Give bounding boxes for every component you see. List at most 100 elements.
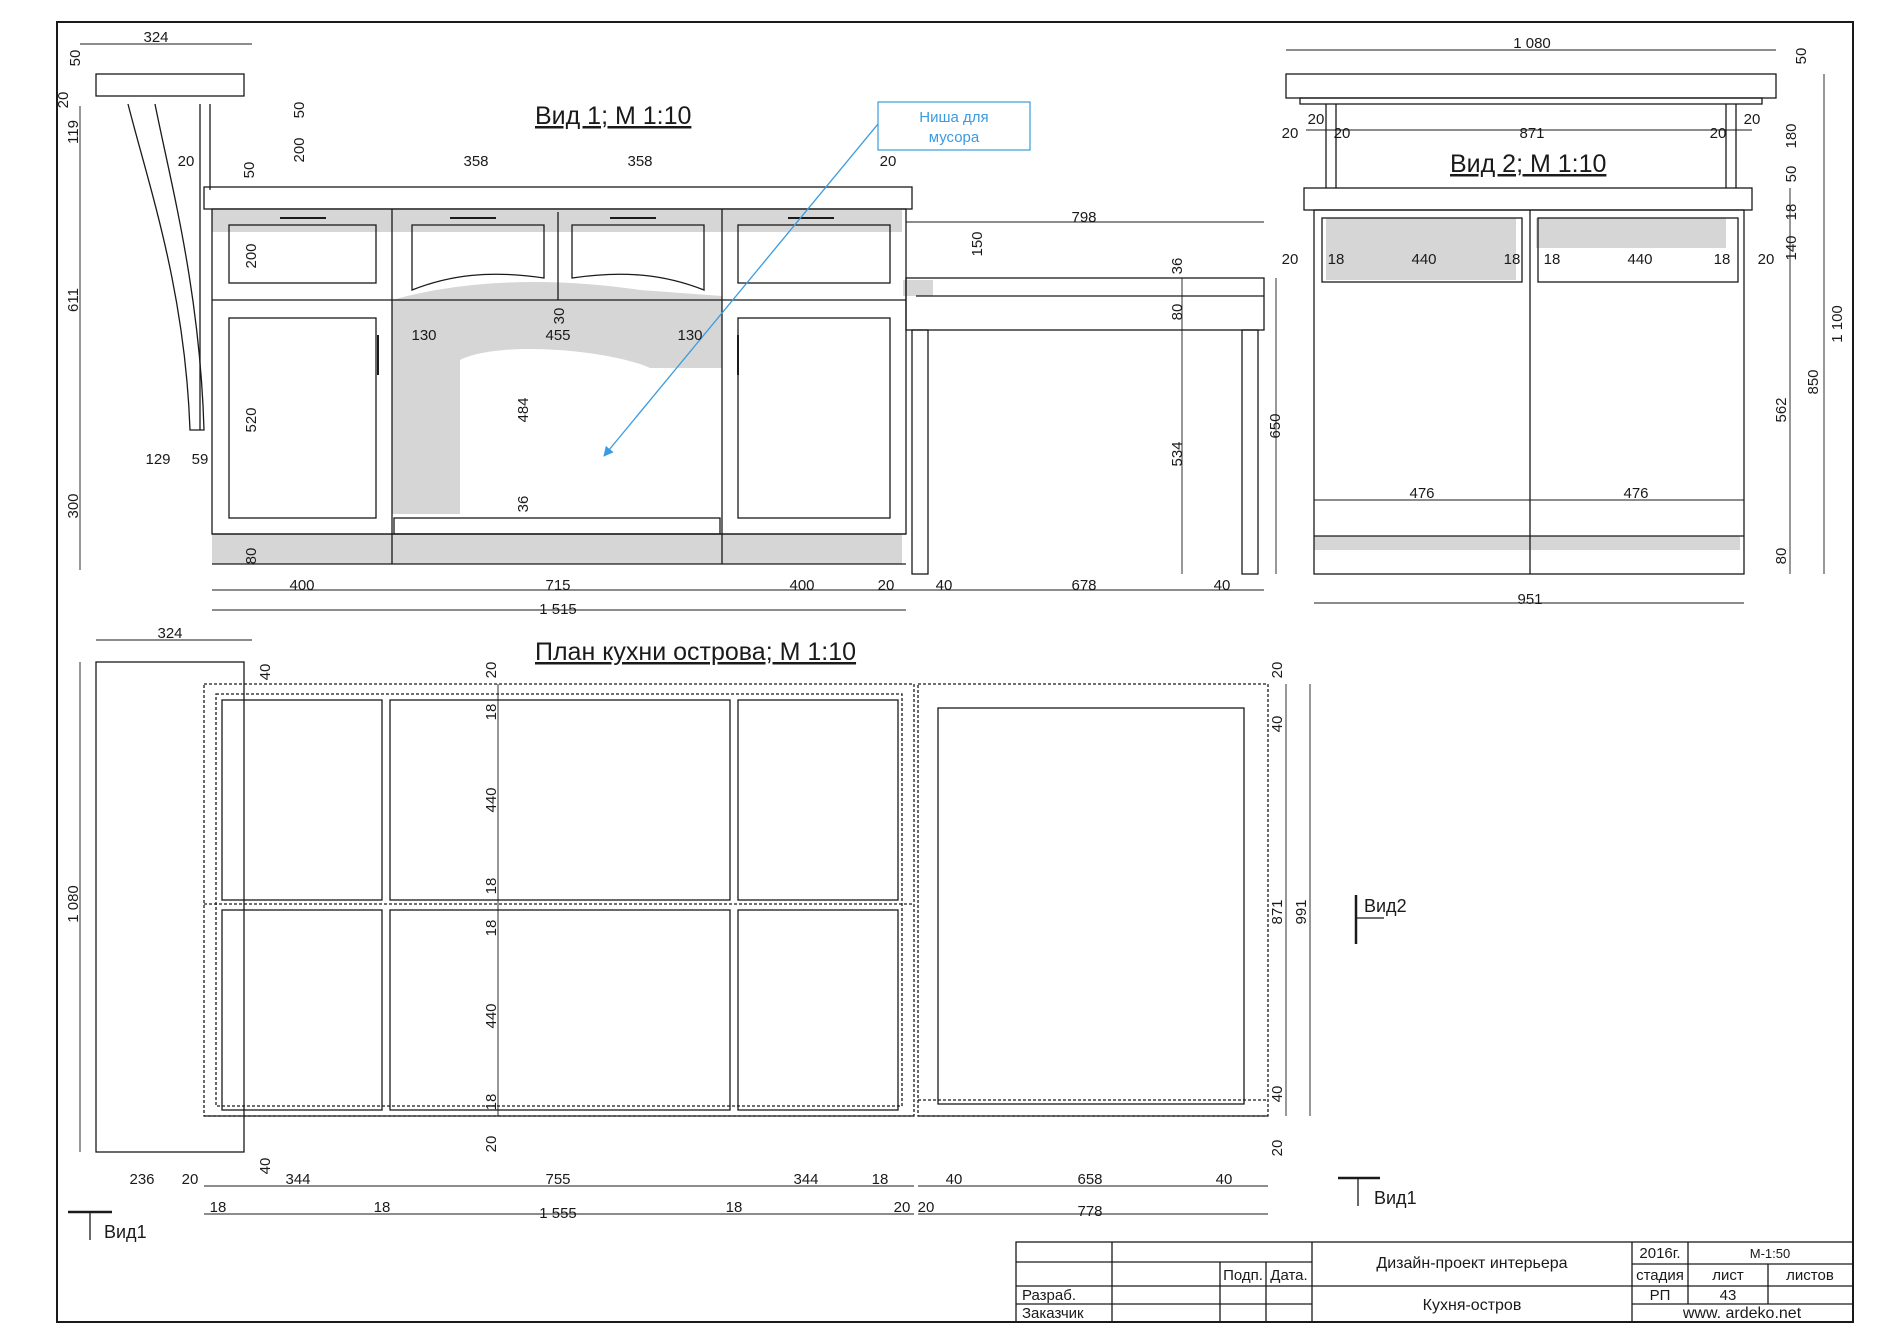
dimension-label: 755: [545, 1171, 570, 1188]
dimension-label: 80: [1773, 548, 1790, 565]
dimension-label: 40: [1269, 716, 1286, 733]
title-stage-header: стадия: [1636, 1267, 1684, 1284]
dimension-label: 658: [1077, 1171, 1102, 1188]
dimension-label: 20: [894, 1199, 911, 1216]
title-scale: М-1:50: [1750, 1246, 1790, 1261]
dimension-label: 871: [1519, 125, 1544, 142]
dimension-label: 476: [1623, 485, 1648, 502]
dimension-label: 20: [182, 1171, 199, 1188]
view2-drawing: [1285, 73, 1777, 575]
title-project: Дизайн-проект интерьера: [1376, 1255, 1567, 1272]
dimension-label: 400: [789, 577, 814, 594]
dimension-label: 20: [1282, 125, 1299, 142]
dimension-label: 50: [241, 162, 258, 179]
dimension-label: 484: [515, 397, 532, 422]
dimension-label: 18: [726, 1199, 743, 1216]
dimension-label: 991: [1293, 899, 1310, 924]
dimension-label: 324: [143, 29, 168, 46]
dimension-label: 236: [129, 1171, 154, 1188]
dimension-label: 20: [880, 153, 897, 170]
dimension-label: 18: [483, 1094, 500, 1111]
dimension-label: 20: [1334, 125, 1351, 142]
dimension-label: 130: [677, 327, 702, 344]
dimension-label: 50: [1793, 48, 1810, 65]
dimension-label: 20: [1269, 1140, 1286, 1157]
dimension-label: 200: [291, 137, 308, 162]
dimension-label: 59: [192, 451, 209, 468]
dimension-label: 562: [1773, 397, 1790, 422]
title-block: [1015, 1241, 1854, 1323]
dimension-label: 18: [1714, 251, 1731, 268]
dimension-label: 129: [145, 451, 170, 468]
title-sheets-header: листов: [1786, 1267, 1834, 1284]
dimension-label: 440: [1627, 251, 1652, 268]
dimension-label: 20: [878, 577, 895, 594]
dimension-label: 715: [545, 577, 570, 594]
dimension-label: 18: [374, 1199, 391, 1216]
dimension-label: 50: [67, 50, 84, 67]
dimension-label: 180: [1783, 123, 1800, 148]
callout-text: Ниша для: [919, 109, 988, 126]
dimension-label: 20: [178, 153, 195, 170]
section-marker-label: Вид1: [1374, 1188, 1417, 1208]
dimension-label: 324: [157, 625, 182, 642]
plan-title: План кухни острова; М 1:10: [535, 638, 856, 666]
title-sign: Подп.: [1223, 1267, 1263, 1284]
title-date: Дата.: [1270, 1267, 1307, 1284]
dimension-label: 778: [1077, 1203, 1102, 1220]
dimension-label: 20: [1758, 251, 1775, 268]
dimension-label: 50: [291, 102, 308, 119]
dimension-label: 344: [793, 1171, 818, 1188]
dimension-label: 80: [243, 548, 260, 565]
dimension-label: 119: [65, 120, 82, 144]
section-marker-label: Вид1: [104, 1222, 147, 1242]
dimension-label: 678: [1071, 577, 1096, 594]
section-marker-label: Вид2: [1364, 896, 1407, 916]
view2-title: Вид 2; М 1:10: [1450, 150, 1606, 178]
dimension-label: 476: [1409, 485, 1434, 502]
title-client: Заказчик: [1022, 1305, 1084, 1322]
dimension-label: 20: [483, 662, 500, 679]
dimension-label: 20: [1308, 111, 1325, 128]
dimension-label: 344: [285, 1171, 310, 1188]
dimension-label: 18: [1504, 251, 1521, 268]
dimension-label: 40: [936, 577, 953, 594]
title-year: 2016г.: [1639, 1245, 1680, 1262]
dimension-label: 951: [1517, 591, 1542, 608]
sheet-frame: [56, 21, 1854, 1323]
dimension-label: 400: [289, 577, 314, 594]
dimension-label: 20: [483, 1136, 500, 1153]
dimension-label: 520: [243, 407, 260, 432]
dimension-label: 440: [483, 787, 500, 812]
dimension-label: 20: [1744, 111, 1761, 128]
dimension-label: 1 555: [539, 1205, 577, 1222]
title-sheet: 43: [1720, 1287, 1737, 1304]
dimension-label: 40: [257, 664, 274, 681]
view1-title: Вид 1; М 1:10: [535, 102, 691, 130]
dimension-label: 40: [946, 1171, 963, 1188]
title-sheet-header: лист: [1712, 1267, 1744, 1284]
dimension-label: 1 515: [539, 601, 577, 618]
dimension-label: 20: [1282, 251, 1299, 268]
dimension-label: 20: [55, 92, 72, 109]
dimension-label: 40: [257, 1158, 274, 1175]
dimension-label: 80: [1169, 304, 1186, 321]
dimension-label: 358: [463, 153, 488, 170]
dimension-label: 200: [243, 243, 260, 268]
dimension-label: 1 100: [1829, 305, 1846, 343]
dimension-label: 798: [1071, 209, 1096, 226]
title-developer: Разраб.: [1022, 1287, 1076, 1304]
title-name: Кухня-остров: [1423, 1297, 1522, 1314]
dimension-label: 455: [545, 327, 570, 344]
dimension-label: 1 080: [65, 885, 82, 923]
plan-drawing: [68, 661, 1384, 1240]
dimension-label: 18: [210, 1199, 227, 1216]
dimension-label: 50: [1783, 166, 1800, 183]
dimension-label: 1 080: [1513, 35, 1551, 52]
dimension-label: 36: [515, 496, 532, 513]
dimension-label: 40: [1214, 577, 1231, 594]
title-stage: РП: [1650, 1287, 1671, 1304]
dimension-label: 30: [551, 308, 568, 325]
dimension-label: 18: [483, 704, 500, 721]
